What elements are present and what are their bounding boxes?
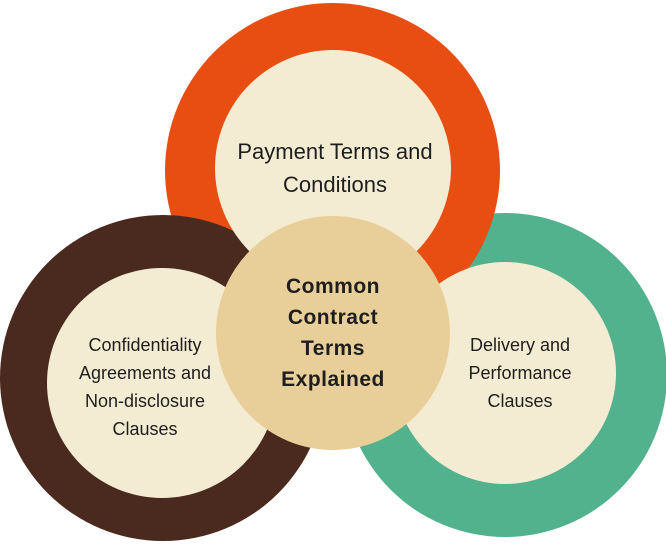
- payment-terms-label: Payment Terms and Conditions: [237, 139, 433, 197]
- confidentiality-label: Confidentiality Agreements and Non-discl…: [78, 335, 212, 439]
- center-title: Common Contract Terms Explained: [281, 275, 385, 391]
- center-circle: [216, 216, 450, 450]
- delivery-performance-label: Delivery and Performance Clauses: [468, 335, 572, 411]
